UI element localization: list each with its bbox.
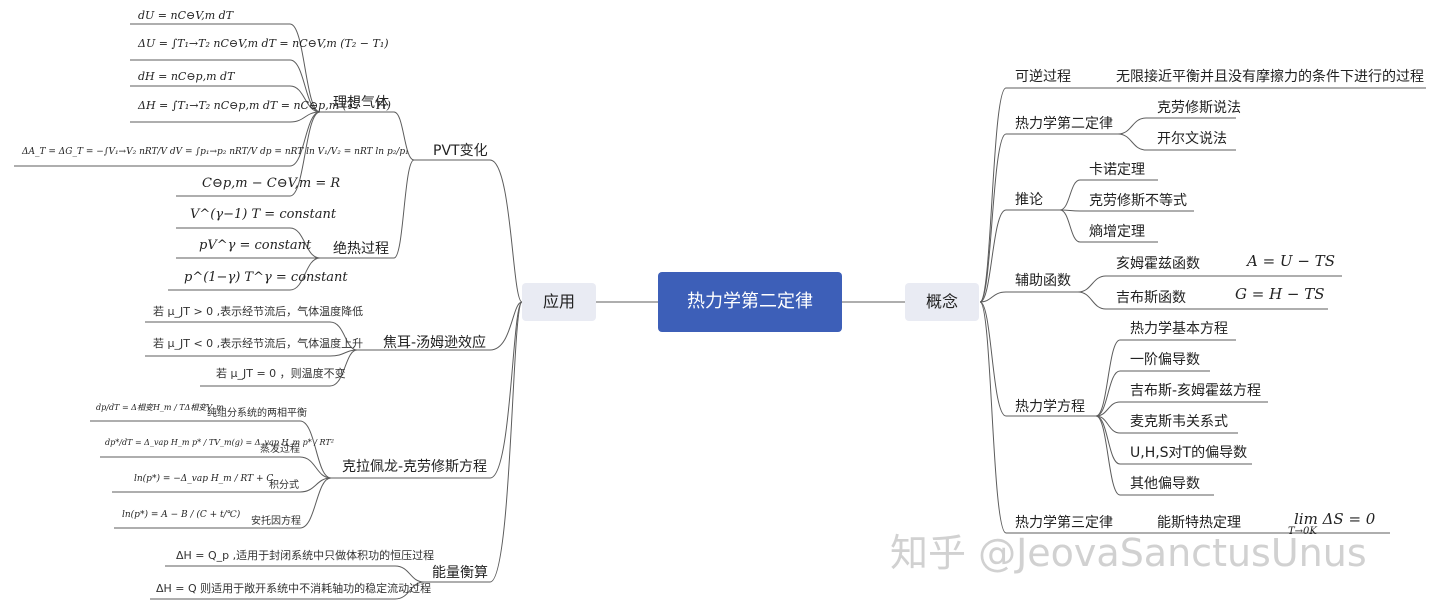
formula-gibbs: G = H − TS (1235, 285, 1325, 303)
topic-clapeyron[interactable]: 克拉佩龙-克劳修斯方程 (342, 459, 488, 475)
topic-clausius-inequality[interactable]: 克劳修斯不等式 (1089, 193, 1187, 209)
eq-item-gibbs-helmholtz[interactable]: 吉布斯-亥姆霍兹方程 (1130, 383, 1262, 399)
topic-pvt-change[interactable]: PVT变化 (433, 143, 488, 159)
topic-energy-balance[interactable]: 能量衡算 (432, 565, 488, 581)
jt-item-positive: 若 μ_JT > 0 ,表示经节流后，气体温度降低 (153, 305, 364, 318)
topic-inference[interactable]: 推论 (1015, 192, 1043, 208)
clapeyron-formula-4: ln(p*) = A − B / (C + t/℃) (122, 510, 241, 520)
eq-item-first-partial[interactable]: 一阶偏导数 (1130, 352, 1200, 368)
formula-delta-u: ΔU = ∫T₁→T₂ nC⊖V,m dT = nC⊖V,m (T₂ − T₁) (138, 37, 389, 50)
clapeyron-label-3: 积分式 (269, 480, 299, 491)
main-topic-concept[interactable]: 概念 (905, 283, 979, 321)
jt-item-negative: 若 μ_JT < 0 ,表示经节流后，气体温度上升 (153, 337, 364, 350)
topic-third-law[interactable]: 热力学第三定律 (1015, 515, 1113, 531)
eq-item-fundamental[interactable]: 热力学基本方程 (1130, 321, 1228, 337)
formula-helmholtz: A = U − TS (1247, 252, 1335, 270)
clapeyron-label-1: 纯组分系统的两相平衡 (207, 408, 307, 419)
formula-adiabatic-1: V^(γ−1) T = constant (190, 207, 337, 222)
topic-carnot[interactable]: 卡诺定理 (1089, 162, 1145, 178)
reversible-description[interactable]: 无限接近平衡并且没有摩擦力的条件下进行的过程 (1116, 69, 1424, 85)
clapeyron-formula-3: ln(p*) = −Δ_vap H_m / RT + C (134, 474, 274, 484)
topic-aux-functions[interactable]: 辅助函数 (1015, 273, 1071, 289)
eq-item-uhs-partial[interactable]: U,H,S对T的偏导数 (1130, 445, 1248, 461)
topic-entropy-increase[interactable]: 熵增定理 (1089, 224, 1145, 240)
topic-gibbs[interactable]: 吉布斯函数 (1116, 290, 1186, 306)
formula-cp-cv: C⊖p,m − C⊖V,m = R (202, 176, 341, 191)
formula-dh: dH = nC⊖p,m dT (138, 70, 235, 83)
watermark: 知乎 @JeovaSanctusUnus (890, 531, 1367, 575)
formula-nernst: lim ΔS = 0 (1294, 510, 1376, 528)
eq-item-maxwell[interactable]: 麦克斯韦关系式 (1130, 414, 1228, 430)
formula-delta-h: ΔH = ∫T₁→T₂ nC⊖p,m dT = nC⊖p,m (T₂ − T₁) (138, 99, 391, 112)
topic-thermo-equations[interactable]: 热力学方程 (1015, 399, 1085, 415)
jt-item-zero: 若 μ_JT = 0 ，则温度不变 (216, 367, 346, 380)
topic-nernst[interactable]: 能斯特热定理 (1157, 515, 1241, 531)
clapeyron-formula-2: dp*/dT = Δ_vap H_m p* / TV_m(g) = Δ_vap … (105, 438, 334, 447)
formula-adiabatic-2: pV^γ = constant (199, 238, 312, 253)
formula-nernst-subscript: T→0K (1288, 526, 1317, 537)
central-topic[interactable]: 热力学第二定律 (658, 272, 842, 332)
eq-item-other-partial[interactable]: 其他偏导数 (1130, 476, 1200, 492)
topic-reversible[interactable]: 可逆过程 (1015, 69, 1071, 85)
topic-adiabatic[interactable]: 绝热过程 (333, 241, 389, 257)
main-topic-application[interactable]: 应用 (522, 283, 596, 321)
topic-ideal-gas[interactable]: 理想气体 (333, 95, 389, 111)
topic-second-law[interactable]: 热力学第二定律 (1015, 116, 1113, 132)
formula-delta-a-g: ΔA_T = ΔG_T = −∫V₁→V₂ nRT/V dV = ∫p₁→p₂ … (22, 147, 409, 157)
topic-kelvin-statement[interactable]: 开尔文说法 (1157, 131, 1227, 147)
clapeyron-label-2: 蒸发过程 (260, 444, 300, 455)
formula-du: dU = nC⊖V,m dT (138, 9, 234, 22)
topic-clausius-statement[interactable]: 克劳修斯说法 (1157, 100, 1241, 116)
clapeyron-label-4: 安托因方程 (251, 516, 301, 527)
topic-helmholtz[interactable]: 亥姆霍兹函数 (1116, 256, 1200, 272)
topic-joule-thomson[interactable]: 焦耳-汤姆逊效应 (383, 335, 487, 351)
clapeyron-formula-1: dp/dT = Δ相变H_m / TΔ相变V_m (96, 403, 224, 412)
formula-adiabatic-3: p^(1−γ) T^γ = constant (184, 270, 348, 285)
energy-item-open: ΔH = Q 则适用于敞开系统中不消耗轴功的稳定流动过程 (156, 582, 432, 595)
energy-item-closed: ΔH = Q_p ,适用于封闭系统中只做体积功的恒压过程 (176, 549, 435, 562)
